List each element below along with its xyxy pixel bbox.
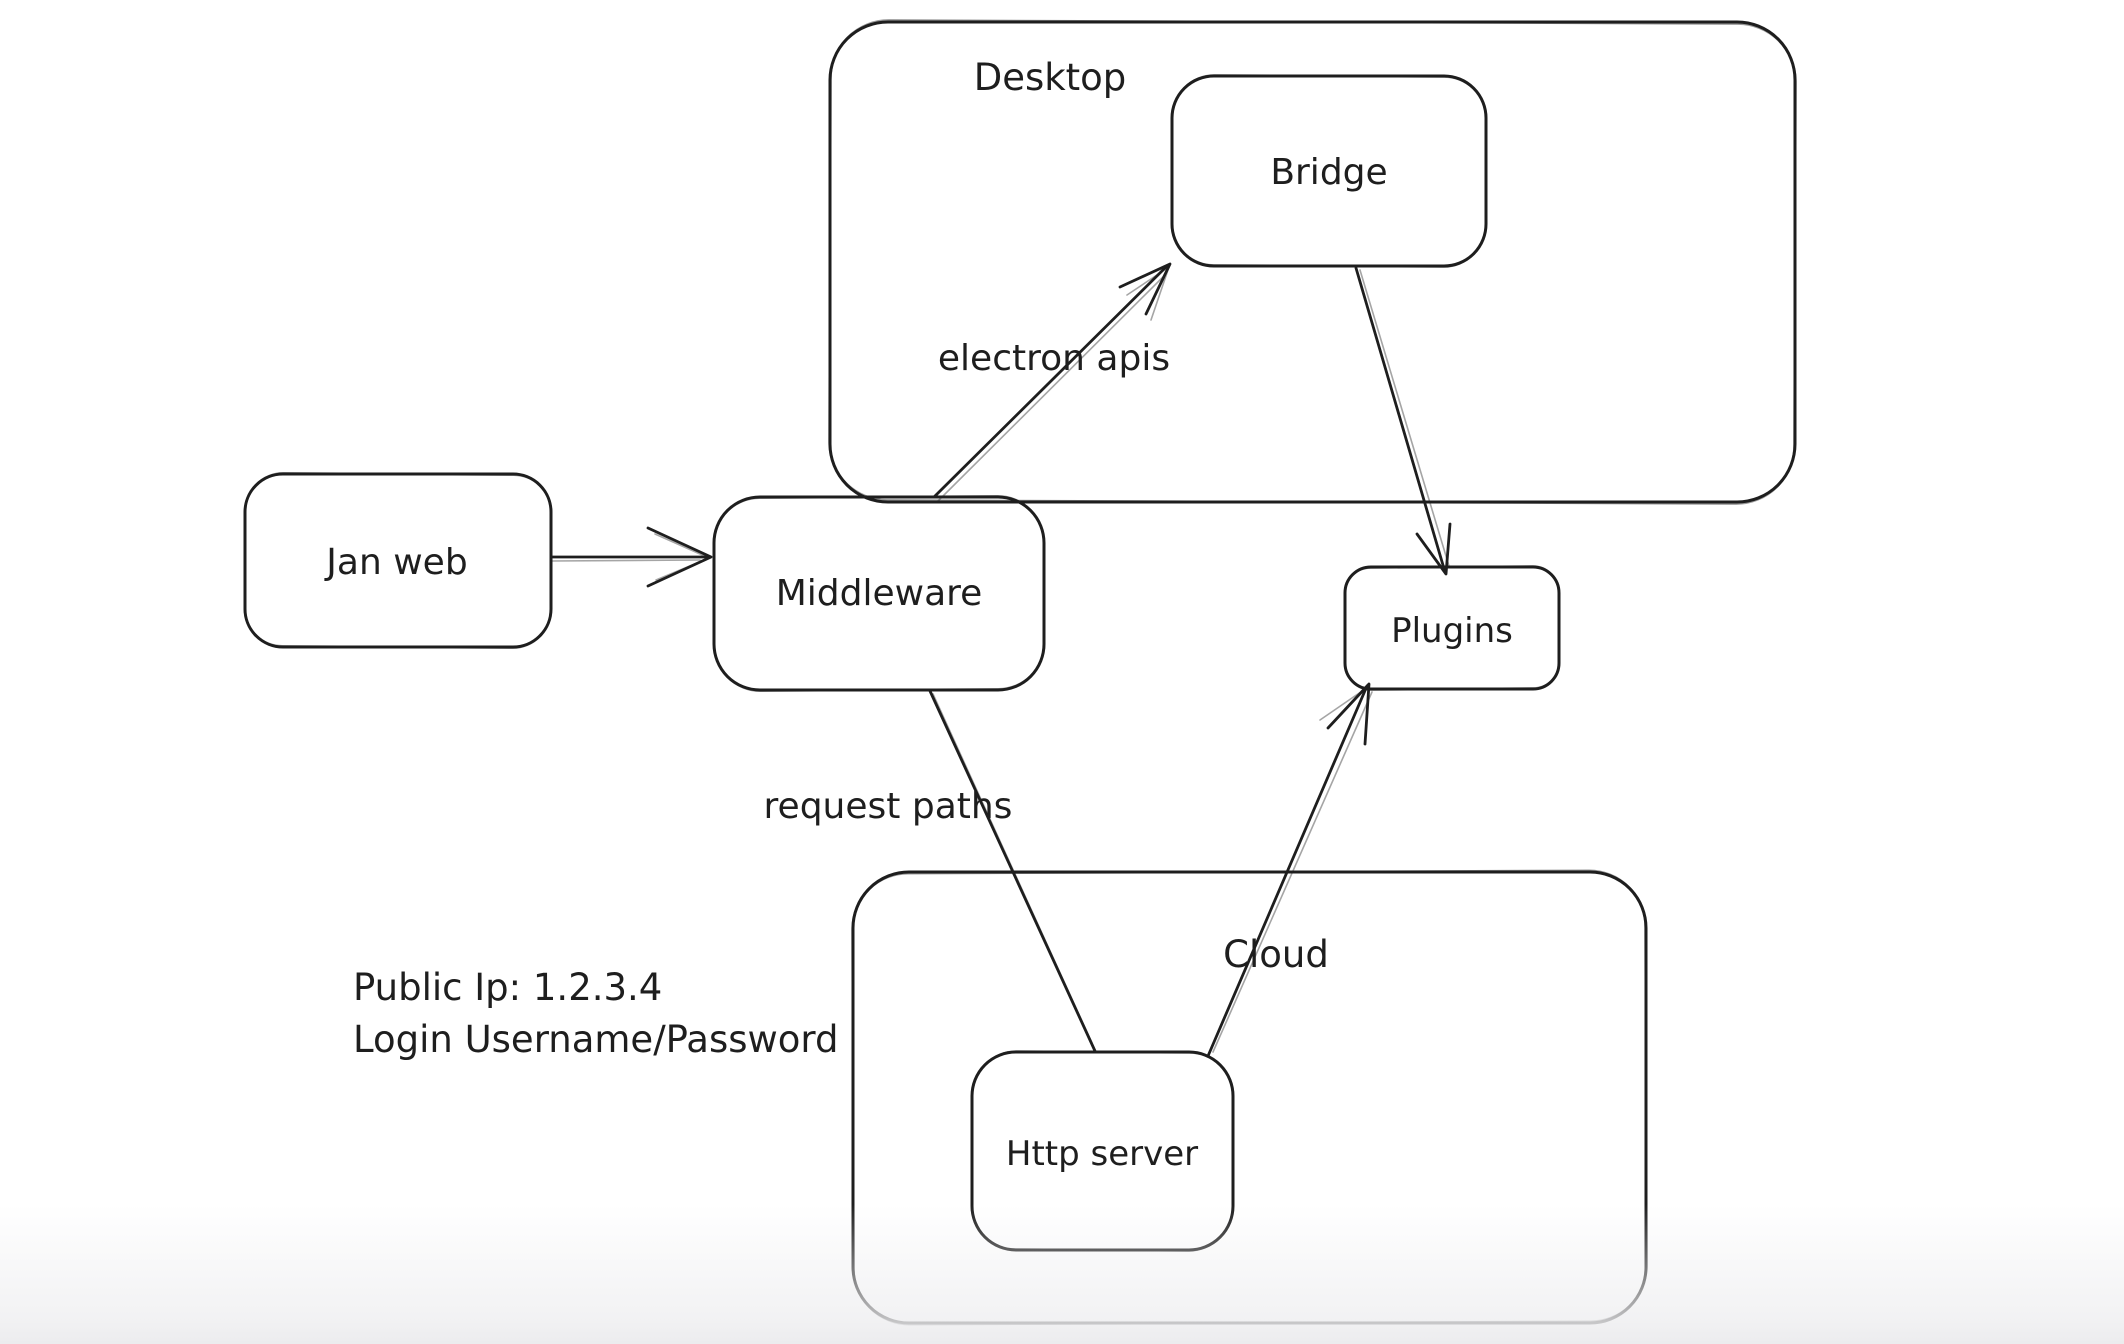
middleware-label[interactable]: Middleware [776,573,983,614]
arrow-head-icon [1118,262,1172,316]
edge-bridge-to-plugins[interactable] [1354,266,1452,576]
desktop-container-box[interactable] [828,20,1797,504]
middleware-box-sketch-echo [712,494,1046,693]
http-server-label[interactable]: Http server [1006,1134,1198,1174]
edge-line[interactable] [928,689,1097,1053]
edge-label-request-paths[interactable]: request paths [764,786,1013,827]
arrow-head-icon [646,526,713,588]
edge-line[interactable] [1354,266,1447,574]
plugins-label[interactable]: Plugins [1391,611,1513,651]
annotation-notes: Public Ip: 1.2.3.4 Login Username/Passwo… [353,966,838,1061]
note-public-ip[interactable]: Public Ip: 1.2.3.4 [353,966,662,1009]
edge-jan-web-to-middleware[interactable] [549,526,713,588]
edge-line-sketch-echo [1359,269,1450,567]
container-desktop: Desktop [828,19,1797,505]
jan-web-box-sketch-echo [243,471,553,650]
plugins-box[interactable] [1343,565,1561,691]
edge-http-server-to-plugins[interactable] [1206,682,1373,1058]
arrow-head-sketch-echo [654,533,712,581]
bridge-label[interactable]: Bridge [1270,152,1387,193]
middleware-box[interactable] [712,495,1046,692]
edge-line-sketch-echo [937,276,1164,502]
arrow-head-sketch-echo [1319,686,1369,721]
cloud-container-label[interactable]: Cloud [1223,933,1329,976]
arrow-head-icon [1415,522,1452,576]
edge-line[interactable] [932,264,1169,499]
node-plugins: Plugins [1343,565,1561,691]
edge-label-electron-apis[interactable]: electron apis [938,338,1170,379]
arrow-head-sketch-echo [1126,265,1171,321]
edge-line-sketch-echo [932,693,1093,1044]
edge-middleware-to-bridge[interactable]: electron apis [932,262,1172,502]
plugins-box-sketch-echo [1343,565,1561,691]
node-middleware: Middleware [712,494,1046,693]
edge-line[interactable] [1206,684,1369,1058]
node-http-server: Http server [970,1050,1235,1252]
desktop-container-box-sketch-echo [828,19,1797,505]
bridge-box-sketch-echo [1170,74,1488,268]
desktop-container-label[interactable]: Desktop [974,56,1127,99]
node-bridge: Bridge [1170,74,1488,268]
note-login-credentials[interactable]: Login Username/Password [353,1018,838,1061]
arrow-head-icon [1326,682,1371,746]
edge-middleware-to-http-server[interactable]: request paths [764,689,1097,1053]
jan-web-label[interactable]: Jan web [324,542,467,583]
bridge-box[interactable] [1170,74,1488,268]
node-jan-web: Jan web [243,471,553,650]
edge-line-sketch-echo [1212,691,1373,1053]
edge-line-sketch-echo [550,559,701,562]
jan-web-box[interactable] [243,472,553,649]
